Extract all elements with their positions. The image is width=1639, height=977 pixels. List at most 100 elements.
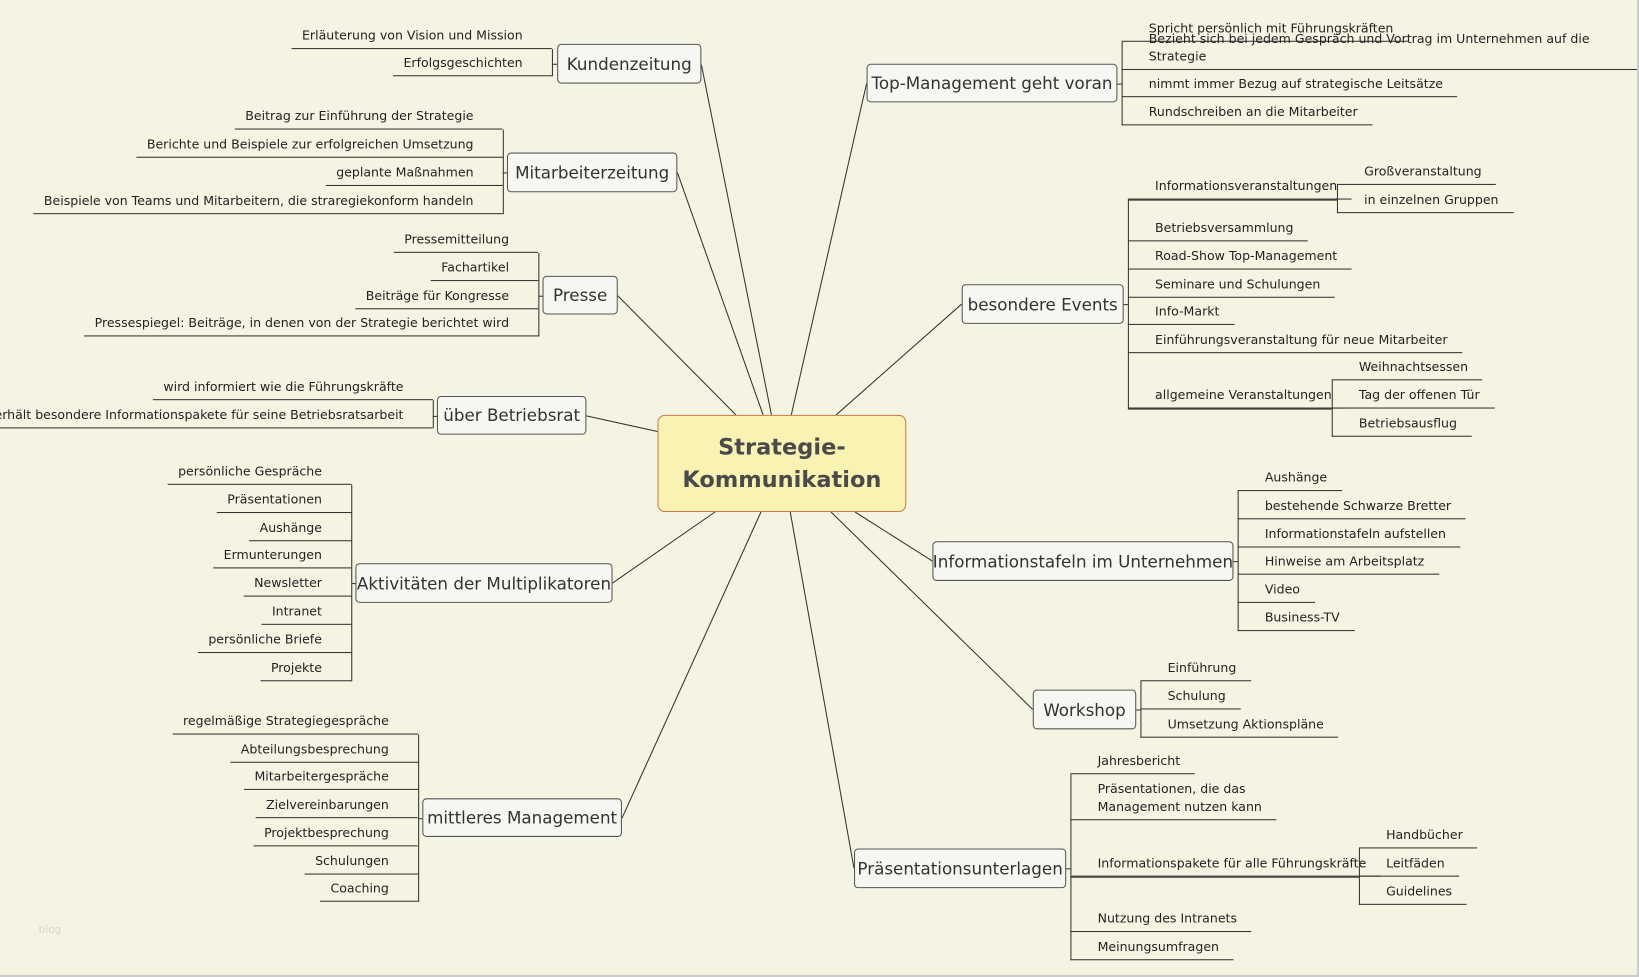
leaf-node[interactable]: regelmäßige Strategiegespräche	[172, 713, 419, 735]
leaf-node[interactable]: Seminare und Schulungen	[1127, 276, 1335, 298]
leaf-node[interactable]: geplante Maßnahmen	[325, 164, 503, 186]
leaf-node[interactable]: Info-Markt	[1127, 303, 1235, 325]
leaf-node[interactable]: Coaching	[320, 880, 419, 902]
branch-line	[789, 511, 855, 869]
bracket-line	[1237, 491, 1239, 632]
leaf-node[interactable]: Betriebsversammlung	[1127, 219, 1309, 242]
topic-node[interactable]: über Betriebsrat	[436, 396, 587, 435]
branch-line	[676, 172, 764, 415]
topic-node[interactable]: Top-Management geht voran	[866, 63, 1118, 103]
branch-line	[612, 511, 716, 584]
leaf-node[interactable]: Hinweise am Arbeitsplatz	[1237, 553, 1439, 575]
leaf-node[interactable]: Fachartikel	[430, 259, 539, 282]
leaf-node[interactable]: Präsentationen	[216, 491, 352, 514]
subleaf-node[interactable]: Tag der offenen Tür	[1331, 387, 1495, 409]
leaf-node[interactable]: Road-Show Top-Management	[1127, 248, 1352, 270]
branch-line	[617, 295, 737, 416]
leaf-node[interactable]: Beiträge für Kongresse	[355, 287, 539, 310]
leaf-node[interactable]: Nutzung des Intranets	[1070, 910, 1252, 933]
connector-line	[432, 415, 437, 417]
central-topic[interactable]: Strategie- Kommunikation	[657, 414, 907, 513]
leaf-node[interactable]: Business-TV	[1237, 609, 1355, 632]
subleaf-node[interactable]: Betriebsausflug	[1331, 415, 1472, 437]
bracket-line	[538, 252, 540, 337]
bracket-line	[1140, 681, 1142, 738]
leaf-node[interactable]: Newsletter	[243, 575, 352, 597]
leaf-node[interactable]: wird informiert wie die Führungskräfte	[152, 378, 433, 401]
leaf-node[interactable]: nimmt immer Bezug auf strategische Leits…	[1121, 75, 1458, 98]
leaf-node[interactable]: Berichte und Beispiele zur erfolgreichen…	[136, 136, 503, 158]
bracket-line	[1358, 848, 1360, 905]
connector-line	[1123, 304, 1128, 306]
leaf-node[interactable]: Präsentationen, die das Management nutze…	[1070, 781, 1277, 821]
leaf-node[interactable]: erhält besondere Informationspakete für …	[0, 406, 433, 429]
leaf-node[interactable]: Beitrag zur Einführung der Strategie	[234, 108, 503, 130]
leaf-node[interactable]: allgemeine Veranstaltungen	[1127, 387, 1347, 409]
topic-node[interactable]: Präsentationsunterlagen	[854, 848, 1067, 889]
topic-node[interactable]: Mitarbeiterzeitung	[506, 152, 678, 193]
branch-line	[854, 511, 933, 562]
leaf-node[interactable]: Spricht persönlich mit Führungskräften	[1121, 20, 1409, 42]
topic-node[interactable]: mittleres Management	[422, 798, 622, 837]
leaf-node[interactable]: persönliche Gespräche	[167, 463, 352, 485]
bracket-line	[1331, 380, 1333, 437]
branch-line	[790, 83, 868, 415]
connector-line	[502, 172, 507, 174]
leaf-node[interactable]: Informationsveranstaltungen	[1127, 178, 1352, 200]
leaf-node[interactable]: Umsetzung Aktionspläne	[1140, 716, 1339, 738]
topic-node[interactable]: Kundenzeitung	[557, 43, 702, 84]
topic-node[interactable]: Workshop	[1032, 689, 1137, 730]
bracket-line	[351, 484, 353, 682]
subleaf-node[interactable]: Weihnachtsessen	[1331, 358, 1483, 381]
leaf-node[interactable]: Intranet	[261, 603, 352, 625]
topic-node[interactable]: Informationstafeln im Unternehmen	[932, 541, 1234, 581]
leaf-node[interactable]: Bezieht sich bei jedem Gespräch und Vort…	[1121, 30, 1637, 71]
leaf-node[interactable]: Einführung	[1140, 659, 1251, 682]
leaf-node[interactable]: Video	[1237, 581, 1315, 603]
subleaf-node[interactable]: in einzelnen Gruppen	[1336, 191, 1514, 214]
bracket-line	[432, 400, 434, 429]
watermark: blog	[38, 924, 62, 937]
connector-line	[1233, 561, 1238, 563]
leaf-node[interactable]: Informationstafeln aufstellen	[1237, 526, 1461, 548]
leaf-node[interactable]: Zielvereinbarungen	[255, 796, 419, 819]
branch-line	[830, 511, 1034, 710]
leaf-node[interactable]: Informationspakete für alle Führungskräf…	[1070, 855, 1381, 877]
leaf-node[interactable]: Pressespiegel: Beiträge, in denen von de…	[84, 315, 539, 337]
bracket-line	[1070, 774, 1072, 961]
leaf-node[interactable]: Mitarbeitergespräche	[243, 768, 419, 790]
leaf-node[interactable]: bestehende Schwarze Bretter	[1237, 497, 1466, 520]
leaf-node[interactable]: Erläuterung von Vision und Mission	[291, 27, 552, 50]
leaf-node[interactable]: Meinungsumfragen	[1070, 938, 1234, 961]
bracket-line	[502, 129, 504, 215]
leaf-node[interactable]: Schulung	[1140, 688, 1241, 710]
subleaf-node[interactable]: Handbücher	[1358, 827, 1478, 849]
connector-line	[351, 583, 356, 585]
leaf-node[interactable]: Erfolgsgeschichten	[393, 54, 552, 77]
leaf-node[interactable]: Beispiele von Teams und Mitarbeitern, di…	[33, 192, 503, 215]
leaf-node[interactable]: Rundschreiben an die Mitarbeiter	[1121, 103, 1373, 126]
subleaf-node[interactable]: Großveranstaltung	[1336, 163, 1497, 185]
leaf-node[interactable]: persönliche Briefe	[197, 631, 352, 654]
topic-node[interactable]: besondere Events	[961, 284, 1124, 324]
leaf-node[interactable]: Schulungen	[304, 853, 419, 875]
leaf-node[interactable]: Abteilungsbesprechung	[230, 741, 419, 763]
leaf-node[interactable]: Jahresbericht	[1070, 752, 1195, 775]
leaf-node[interactable]: Einführungsveranstaltung für neue Mitarb…	[1127, 331, 1463, 354]
subleaf-node[interactable]: Guidelines	[1358, 883, 1467, 905]
leaf-node[interactable]: Aushänge	[1237, 469, 1342, 492]
connector-line	[551, 63, 558, 65]
leaf-node[interactable]: Projektbesprechung	[253, 824, 419, 847]
leaf-node[interactable]: Aushänge	[249, 519, 352, 542]
leaf-node[interactable]: Projekte	[260, 659, 352, 682]
leaf-node[interactable]: Pressemitteilung	[393, 231, 539, 253]
subleaf-node[interactable]: Leitfäden	[1358, 855, 1460, 877]
bracket-line	[418, 734, 420, 902]
topic-node[interactable]: Aktivitäten der Multiplikatoren	[355, 563, 613, 603]
topic-node[interactable]: Presse	[542, 275, 618, 315]
connector-line	[1127, 408, 1332, 410]
bracket-line	[551, 49, 553, 77]
connector-line	[1066, 868, 1071, 870]
bracket-line	[1127, 199, 1129, 409]
leaf-node[interactable]: Ermunterungen	[213, 546, 352, 569]
